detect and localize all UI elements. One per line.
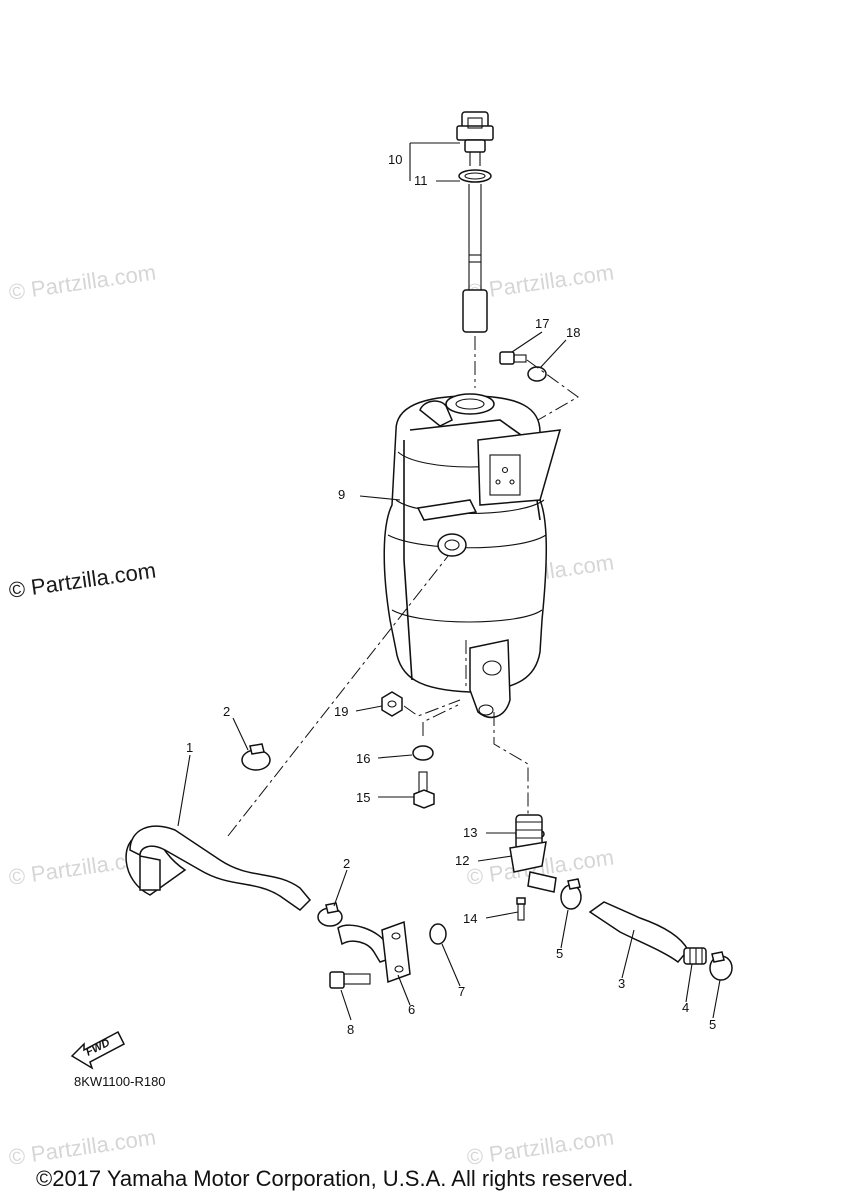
watermark: © Partzilla.com bbox=[465, 1125, 615, 1170]
watermark-prominent: © Partzilla.com bbox=[7, 558, 157, 603]
watermark-group: © Partzilla.com © Partzilla.com © Partzi… bbox=[7, 260, 615, 1170]
bolt-14 bbox=[516, 897, 526, 921]
part-number: 5 bbox=[709, 1017, 716, 1032]
part-number: 7 bbox=[458, 984, 465, 999]
dipstick-assembly bbox=[456, 111, 494, 333]
washer-7 bbox=[429, 923, 447, 945]
bolt-17 bbox=[499, 351, 527, 365]
clamp-2-upper bbox=[241, 743, 271, 771]
fwd-arrow-icon: FWD bbox=[70, 1030, 125, 1070]
oil-tank bbox=[383, 393, 562, 719]
watermark: © Partzilla.com bbox=[7, 1125, 157, 1170]
part-number: 13 bbox=[463, 825, 477, 840]
part-number: 6 bbox=[408, 1002, 415, 1017]
collar-16 bbox=[412, 745, 434, 761]
diagram-reference-code: 8KW1100-R180 bbox=[74, 1074, 166, 1089]
part-number: 15 bbox=[356, 790, 370, 805]
clamp-5-left bbox=[560, 878, 582, 910]
washer-18 bbox=[527, 366, 547, 382]
part-number: 5 bbox=[556, 946, 563, 961]
hose-1 bbox=[125, 825, 312, 911]
spring-4 bbox=[683, 947, 707, 965]
part-number: 14 bbox=[463, 911, 477, 926]
leader-hose1-tank bbox=[227, 555, 449, 837]
part-number: 19 bbox=[334, 704, 348, 719]
clamp-5-right bbox=[709, 951, 733, 981]
part-number: 8 bbox=[347, 1022, 354, 1037]
part-number: 9 bbox=[338, 487, 345, 502]
part-number: 17 bbox=[535, 316, 549, 331]
part-number: 16 bbox=[356, 751, 370, 766]
strainer-fitting-12 bbox=[509, 814, 557, 893]
watermark: © Partzilla.com bbox=[465, 260, 615, 305]
part-number: 4 bbox=[682, 1000, 689, 1015]
pipe-6 bbox=[337, 920, 411, 984]
bolt-15 bbox=[413, 771, 435, 809]
part-number: 10 bbox=[388, 152, 402, 167]
watermark: © Partzilla.com bbox=[7, 260, 157, 305]
copyright-notice: ©2017 Yamaha Motor Corporation, U.S.A. A… bbox=[36, 1166, 633, 1191]
hose-3 bbox=[588, 901, 689, 964]
part-number: 3 bbox=[618, 976, 625, 991]
part-number: 2 bbox=[223, 704, 230, 719]
part-number-labels: 1 2 2 3 4 5 5 6 7 8 9 10 11 12 13 14 15 … bbox=[186, 152, 716, 1037]
part-number: 11 bbox=[414, 173, 428, 188]
part-number: 1 bbox=[186, 740, 193, 755]
nut-19 bbox=[381, 691, 403, 717]
clamp-2-lower bbox=[317, 902, 343, 927]
part-number: 2 bbox=[343, 856, 350, 871]
part-number: 18 bbox=[566, 325, 580, 340]
part-number: 12 bbox=[455, 853, 469, 868]
bolt-8 bbox=[329, 971, 371, 989]
leader-lines bbox=[177, 142, 721, 1021]
